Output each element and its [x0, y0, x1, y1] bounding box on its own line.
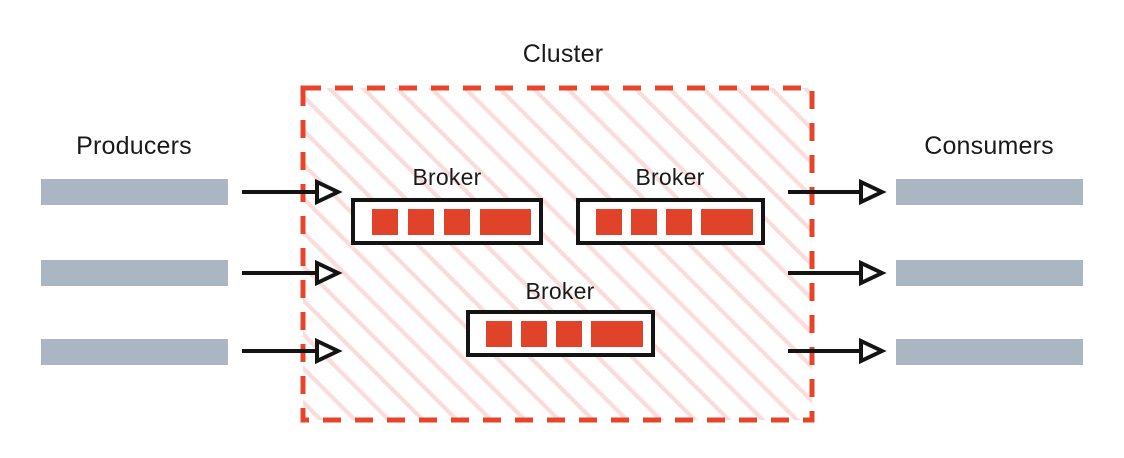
producers-group: Producers: [41, 132, 228, 365]
partition: [631, 209, 657, 235]
broker-3-label: Broker: [526, 278, 595, 304]
producer-bar-2[interactable]: [41, 260, 228, 286]
broker-1[interactable]: Broker: [351, 164, 543, 245]
partition: [556, 321, 582, 347]
producer-bar-1[interactable]: [41, 179, 228, 205]
consumer-arrow-1: [788, 178, 887, 206]
consumers-group: Consumers: [896, 132, 1083, 365]
broker-2-label: Broker: [636, 164, 705, 190]
partition: [701, 209, 727, 235]
cluster-dashed-border: [300, 85, 815, 423]
broker-1-label: Broker: [413, 164, 482, 190]
partition: [505, 209, 531, 235]
cluster-region: Cluster: [300, 40, 815, 423]
broker-2[interactable]: Broker: [576, 164, 765, 245]
cluster-hatch-fill: [303, 88, 812, 420]
partition: [486, 321, 512, 347]
partition: [617, 321, 643, 347]
broker-1-partitions: [372, 209, 531, 235]
partition: [591, 321, 617, 347]
broker-3-partitions: [486, 321, 643, 347]
producers-label: Producers: [76, 132, 192, 160]
producer-bar-3[interactable]: [41, 339, 228, 365]
consumer-bar-2[interactable]: [896, 260, 1083, 286]
consumer-arrow-2: [788, 259, 887, 287]
broker-3[interactable]: Broker: [466, 278, 655, 357]
consumer-bar-1[interactable]: [896, 179, 1083, 205]
partition: [444, 209, 470, 235]
consumer-arrow-3: [788, 337, 887, 365]
partition: [666, 209, 692, 235]
producer-arrow-2: [242, 259, 343, 287]
partition: [372, 209, 398, 235]
consumer-arrows: [788, 178, 887, 365]
producer-arrow-1: [242, 178, 343, 206]
cluster-title: Cluster: [523, 40, 604, 68]
producer-arrows: [242, 178, 343, 365]
producer-arrow-3: [242, 337, 343, 365]
consumers-label: Consumers: [924, 132, 1054, 160]
partition: [408, 209, 434, 235]
consumer-bar-3[interactable]: [896, 339, 1083, 365]
partition: [596, 209, 622, 235]
partition: [521, 321, 547, 347]
partition: [727, 209, 753, 235]
partition: [480, 209, 506, 235]
broker-2-partitions: [596, 209, 753, 235]
